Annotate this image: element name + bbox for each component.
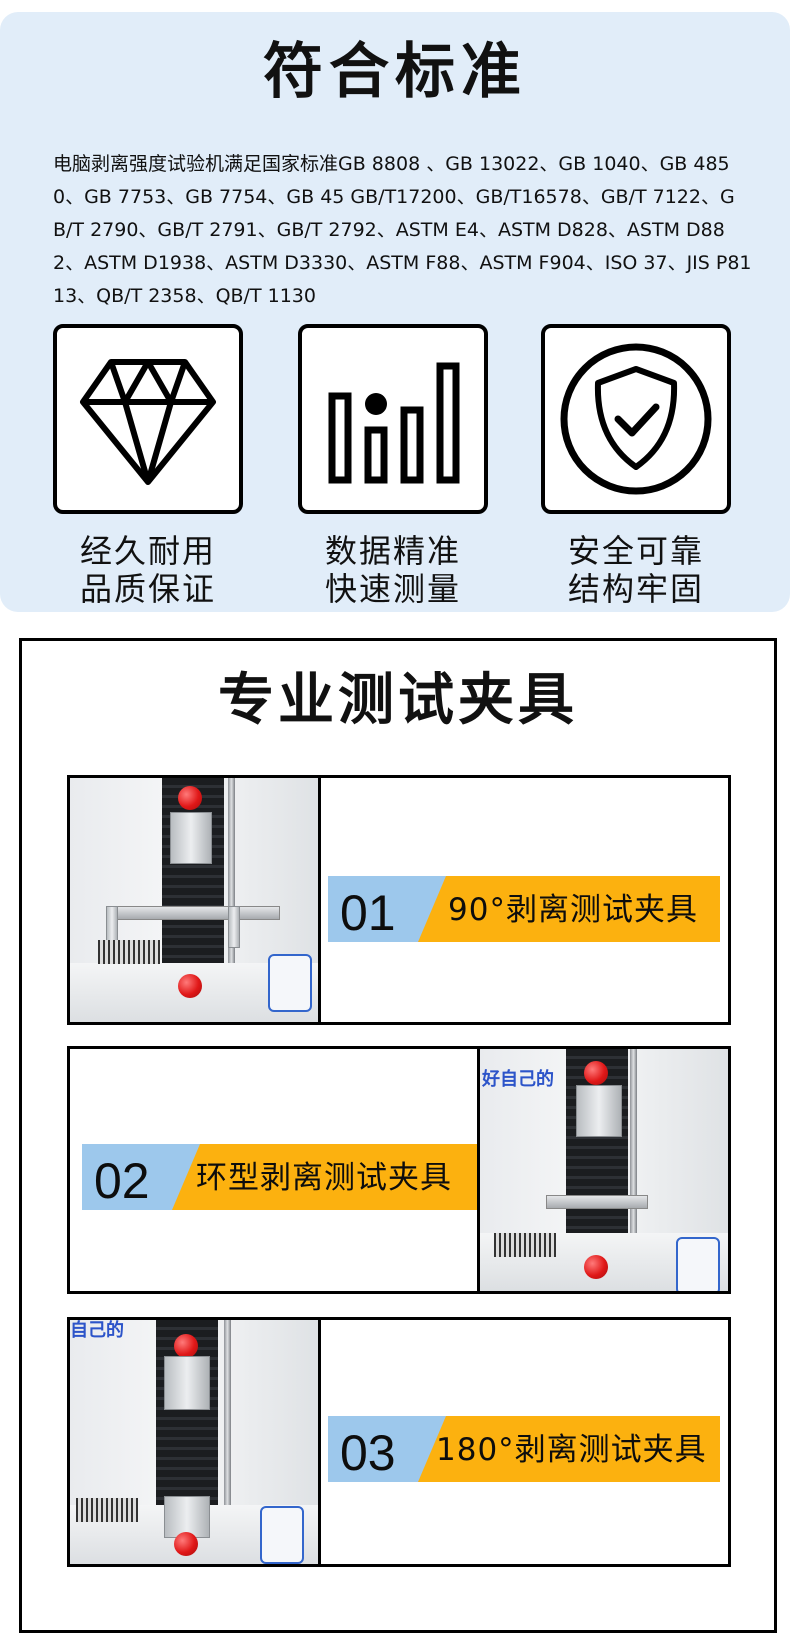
fixture-photo-90-peel — [70, 778, 321, 1022]
fixture-number: 02 — [94, 1153, 150, 1209]
fixtures-section: 专业测试夹具 01 90°剥离测试夹具 02 — [19, 638, 777, 1633]
standards-section: 符合标准 电脑剥离强度试验机满足国家标准GB 8808 、GB 13022、GB… — [0, 12, 790, 612]
fixture-photo-180-peel: 自己的 — [70, 1320, 321, 1564]
feature-accurate: 数据精准 快速测量 — [298, 324, 488, 608]
feature-durable: 经久耐用 品质保证 — [53, 324, 243, 608]
feature-caption-line1: 安全可靠 — [567, 532, 704, 570]
feature-caption: 安全可靠 结构牢固 — [541, 532, 731, 608]
feature-icon-box — [298, 324, 488, 514]
photo-background-text: 好自己的 — [482, 1069, 554, 1090]
fixture-ribbon: 01 90°剥离测试夹具 — [328, 876, 720, 942]
fixture-number: 01 — [340, 885, 396, 941]
fixture-card-03: 自己的 03 180°剥离测试夹具 — [67, 1317, 731, 1567]
fixture-label: 180°剥离测试夹具 — [436, 1432, 707, 1468]
diamond-icon — [80, 359, 216, 485]
fixture-label: 90°剥离测试夹具 — [448, 892, 698, 928]
fixture-card-01: 01 90°剥离测试夹具 — [67, 775, 731, 1025]
feature-caption-line2: 快速测量 — [324, 570, 461, 608]
feature-caption-line1: 经久耐用 — [79, 532, 216, 570]
fixture-ribbon: 02 环型剥离测试夹具 — [82, 1144, 478, 1210]
feature-caption-line1: 数据精准 — [324, 532, 461, 570]
fixture-label: 环型剥离测试夹具 — [196, 1160, 452, 1196]
shield-check-icon — [560, 343, 712, 495]
fixture-ribbon: 03 180°剥离测试夹具 — [328, 1416, 720, 1482]
feature-caption-line2: 结构牢固 — [567, 570, 704, 608]
feature-safe: 安全可靠 结构牢固 — [541, 324, 731, 608]
feature-caption: 数据精准 快速测量 — [298, 532, 488, 608]
bar-chart-icon — [328, 362, 460, 484]
feature-icon-box — [53, 324, 243, 514]
standards-title: 符合标准 — [263, 37, 527, 107]
fixtures-title: 专业测试夹具 — [218, 668, 578, 733]
feature-caption: 经久耐用 品质保证 — [53, 532, 243, 608]
fixture-number: 03 — [340, 1425, 396, 1481]
feature-icon-box — [541, 324, 731, 514]
photo-background-text: 自己的 — [70, 1320, 124, 1341]
feature-caption-line2: 品质保证 — [79, 570, 216, 608]
fixture-card-02: 02 环型剥离测试夹具 好自己的 — [67, 1046, 731, 1294]
fixture-photo-ring-peel: 好自己的 — [477, 1049, 728, 1291]
standards-text: 电脑剥离强度试验机满足国家标准GB 8808 、GB 13022、GB 1040… — [53, 153, 752, 307]
